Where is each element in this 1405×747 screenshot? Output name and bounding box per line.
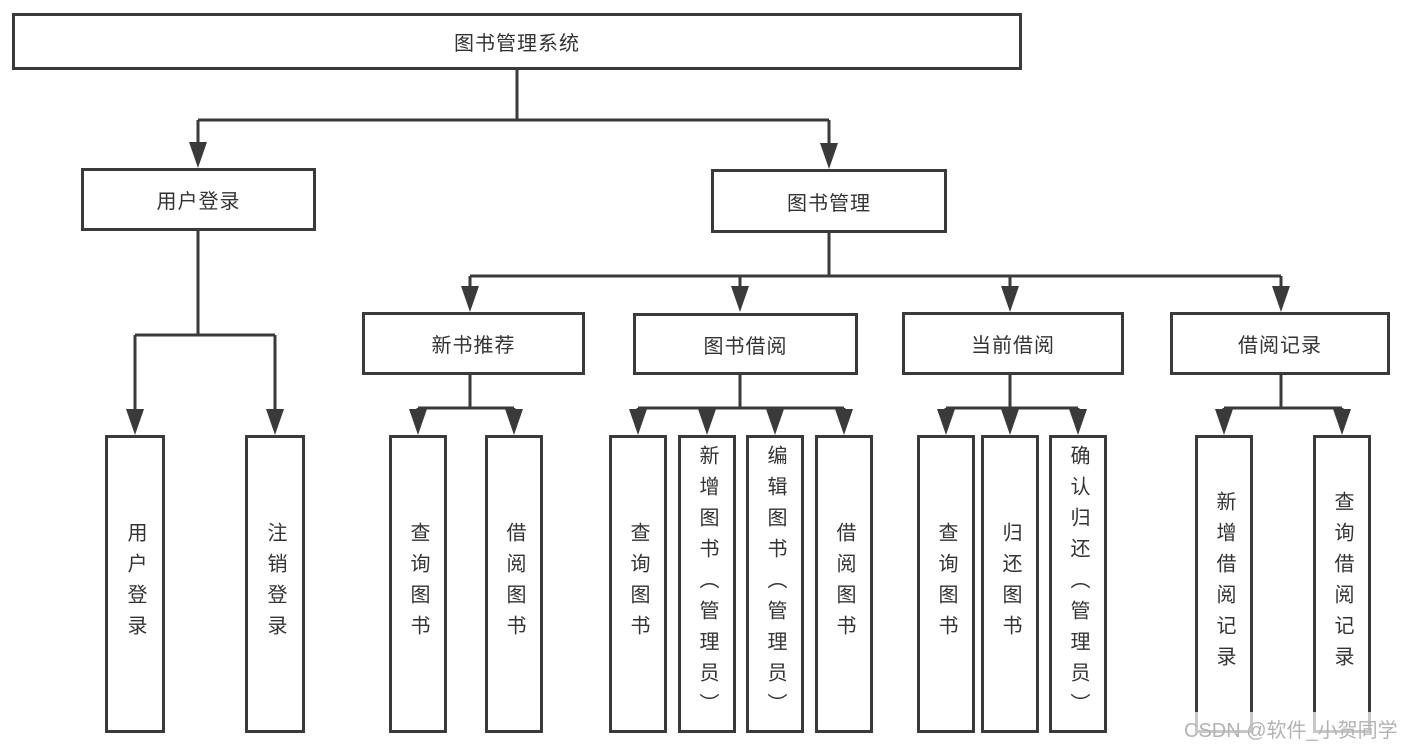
arrowheads-book-management	[461, 286, 1290, 312]
node-user-login-label: 用户登录	[156, 191, 241, 213]
edges-new-book-recommend	[416, 375, 516, 410]
node-leaf-confirm-return-admin-label: 确认归还（管理员）	[1067, 444, 1089, 724]
node-leaf-edit-books-admin: 编辑图书（管理员）	[746, 435, 804, 733]
node-book-management-label: 图书管理	[787, 192, 871, 215]
node-leaf-borrow-books-recommend-label: 借阅图书	[503, 522, 525, 646]
edges-current-borrowing	[944, 375, 1080, 410]
arrowheads-new-book-recommend	[409, 409, 523, 435]
edges-book-borrowing	[636, 375, 846, 410]
node-leaf-add-borrow-record: 新增借阅记录	[1195, 435, 1253, 733]
node-borrowing-records-label: 借阅记录	[1238, 335, 1322, 357]
arrowheads-user-login	[126, 409, 284, 435]
node-current-borrowing: 当前借阅	[902, 312, 1124, 375]
node-leaf-add-borrow-record-label: 新增借阅记录	[1213, 491, 1235, 677]
node-leaf-query-books-current-label: 查询图书	[935, 522, 957, 646]
arrowheads-current-borrowing	[937, 409, 1087, 435]
node-leaf-query-books-borrowing-label: 查询图书	[627, 522, 649, 646]
node-leaf-add-books-admin-label: 新增图书（管理员）	[696, 444, 718, 724]
node-leaf-query-books-borrowing: 查询图书	[609, 435, 667, 733]
arrowheads-borrowing-records	[1215, 409, 1351, 435]
node-leaf-return-books: 归还图书	[981, 435, 1039, 733]
node-leaf-query-books-recommend: 查询图书	[389, 435, 447, 733]
node-leaf-user-login-label: 用户登录	[124, 522, 146, 646]
node-leaf-edit-books-admin-label: 编辑图书（管理员）	[764, 444, 786, 724]
node-library-system: 图书管理系统	[12, 13, 1022, 70]
node-library-system-label: 图书管理系统	[454, 33, 580, 55]
arrowheads-root	[189, 142, 838, 169]
node-user-login: 用户登录	[81, 168, 316, 231]
node-leaf-add-books-admin: 新增图书（管理员）	[678, 435, 736, 733]
edges-root	[196, 70, 831, 144]
node-leaf-query-books-current: 查询图书	[917, 435, 975, 733]
arrowheads-book-borrowing	[629, 409, 853, 435]
watermark: CSDN @软件_小贺同学	[1182, 712, 1404, 746]
node-new-book-recommend: 新书推荐	[362, 312, 585, 375]
node-book-borrowing-label: 图书借阅	[703, 335, 788, 358]
node-leaf-confirm-return-admin: 确认归还（管理员）	[1049, 435, 1107, 733]
node-new-book-recommend-label: 新书推荐	[431, 335, 516, 357]
node-book-borrowing: 图书借阅	[633, 313, 858, 375]
node-leaf-borrow-books-recommend: 借阅图书	[485, 435, 543, 733]
node-current-borrowing-label: 当前借阅	[971, 335, 1055, 357]
node-leaf-logout: 注销登录	[245, 435, 305, 733]
node-leaf-user-login: 用户登录	[105, 435, 165, 733]
node-leaf-query-borrow-record: 查询借阅记录	[1313, 435, 1371, 733]
node-borrowing-records: 借阅记录	[1170, 312, 1390, 375]
node-leaf-query-books-recommend-label: 查询图书	[407, 522, 429, 646]
node-leaf-borrow-books-borrowing: 借阅图书	[815, 435, 873, 733]
node-leaf-return-books-label: 归还图书	[999, 522, 1021, 646]
node-leaf-logout-label: 注销登录	[264, 522, 286, 646]
edges-book-management	[468, 233, 1283, 287]
node-book-management: 图书管理	[711, 169, 947, 233]
node-leaf-borrow-books-borrowing-label: 借阅图书	[833, 522, 855, 646]
edges-user-login	[133, 231, 277, 410]
node-leaf-query-borrow-record-label: 查询借阅记录	[1331, 491, 1353, 677]
edges-borrowing-records	[1222, 375, 1344, 410]
